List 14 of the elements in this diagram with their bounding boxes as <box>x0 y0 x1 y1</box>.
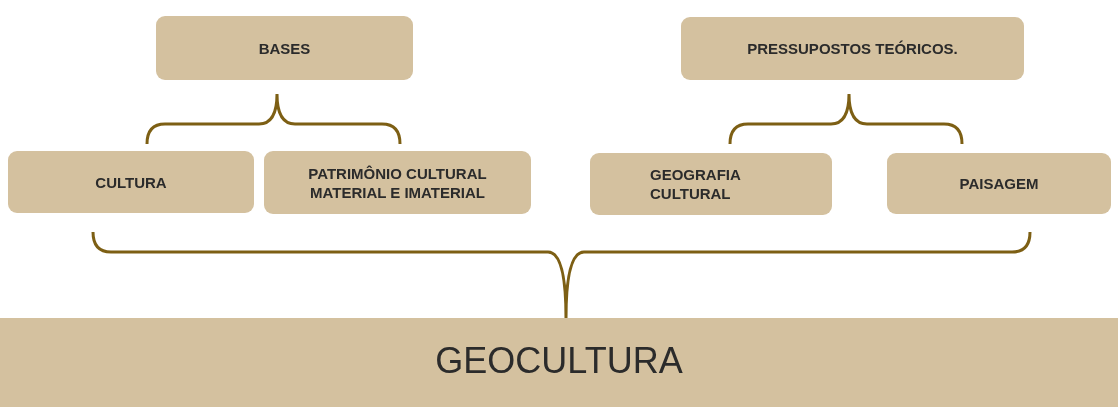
box-label: BASES <box>258 38 311 58</box>
box-label: GEOGRAFIA CULTURAL <box>650 165 742 203</box>
rounded-box <box>887 153 1111 214</box>
box-label: GEOCULTURA <box>435 340 683 382</box>
box-label: PRESSUPOSTOS TEÓRICOS. <box>747 39 958 58</box>
rounded-box <box>590 153 832 215</box>
box-label: CULTURA <box>95 172 167 192</box>
rounded-box <box>156 16 413 80</box>
rounded-box <box>681 17 1024 80</box>
rounded-box <box>0 318 1118 407</box>
rounded-box <box>8 151 254 213</box>
rounded-box <box>264 151 531 214</box>
box-label: PAISAGEM <box>959 174 1039 193</box>
box-label: PATRIMÔNIO CULTURAL MATERIAL E IMATERIAL <box>307 163 488 202</box>
